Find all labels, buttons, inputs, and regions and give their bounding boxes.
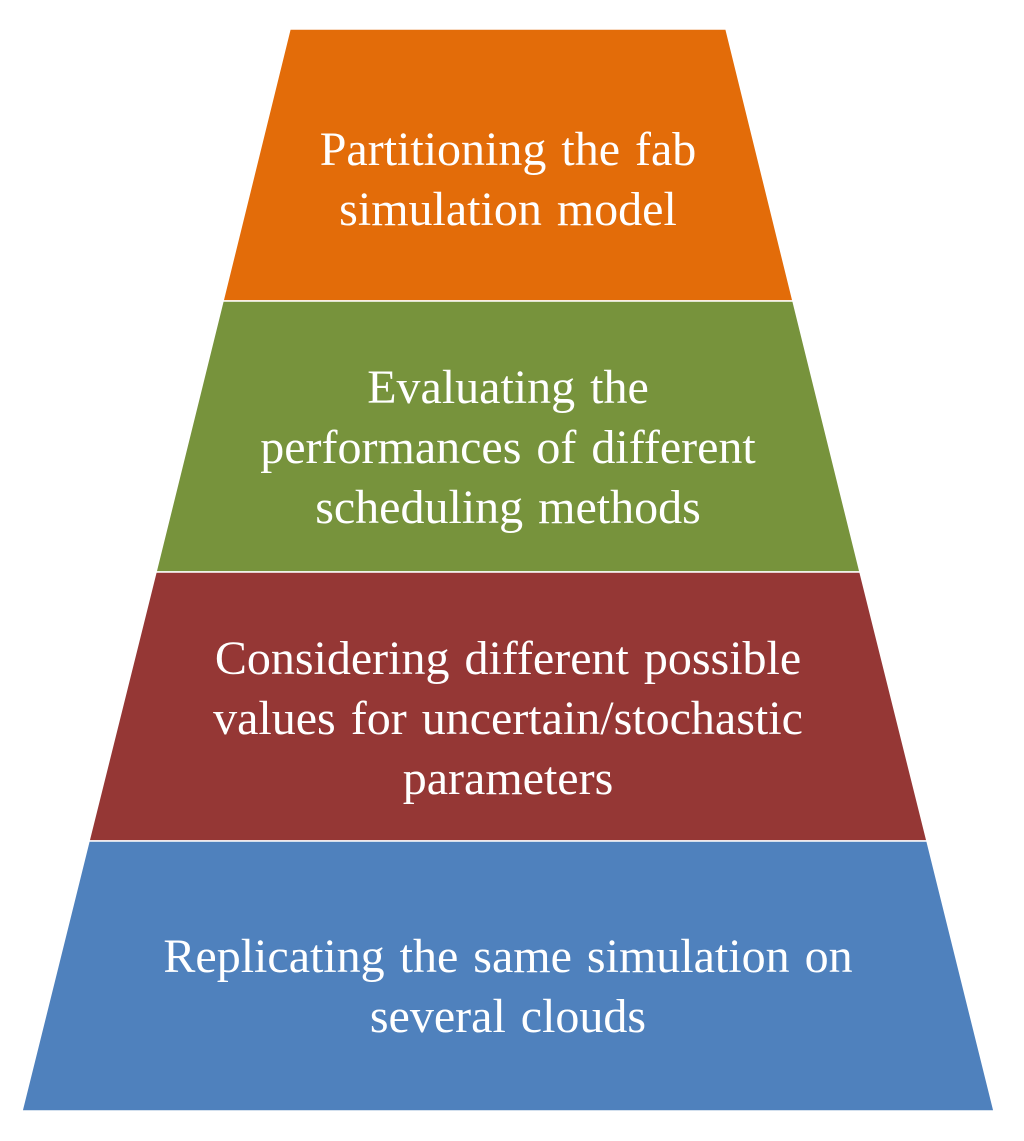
tier-3-line-3: parameters bbox=[402, 752, 614, 805]
tier-2-line-1: Evaluating the bbox=[367, 361, 649, 414]
tier-1-label: Partitioning the fab simulation model bbox=[258, 120, 758, 240]
tier-4-label: Replicating the same simulation on sever… bbox=[108, 927, 908, 1047]
tier-3-line-1: Considering different possible bbox=[214, 632, 802, 685]
tier-1-line-2: simulation model bbox=[339, 183, 677, 236]
tier-3-label: Considering different possible values fo… bbox=[158, 629, 858, 809]
tier-4-shape bbox=[21, 840, 995, 1112]
tier-4-line-1: Replicating the same simulation on bbox=[163, 930, 853, 983]
tier-2-line-2: performances of different bbox=[260, 421, 756, 474]
tier-2-label: Evaluating the performances of different… bbox=[208, 358, 808, 538]
tier-4-line-2: several clouds bbox=[369, 990, 647, 1043]
tier-3-line-2: values for uncertain/stochastic bbox=[213, 692, 803, 745]
tier-2-line-3: scheduling methods bbox=[315, 481, 701, 534]
tier-1-line-1: Partitioning the fab bbox=[319, 123, 697, 176]
